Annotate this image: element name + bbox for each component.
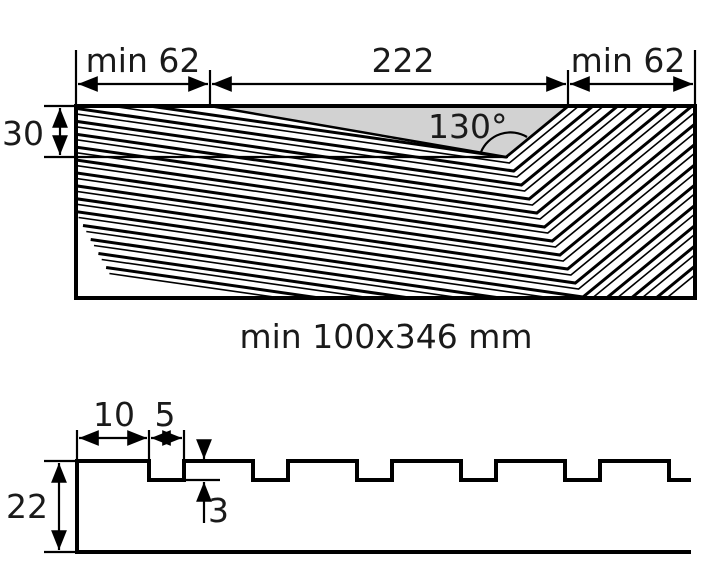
dim-label-right: min 62 xyxy=(571,41,686,80)
board-stripe-edge xyxy=(76,151,695,262)
board-stripe-edge xyxy=(76,106,680,220)
board-stripe xyxy=(90,223,695,298)
panel-outline xyxy=(74,104,697,300)
board-stripe xyxy=(76,182,695,285)
dim-label-depth: 3 xyxy=(208,491,229,530)
board-stripe-edge xyxy=(78,192,695,290)
board-stripe-edge xyxy=(105,106,581,164)
dim-label-gap: 5 xyxy=(155,395,176,434)
board-stripe xyxy=(76,106,596,173)
board-stripe-edge xyxy=(76,131,695,248)
board-stripe xyxy=(76,106,621,187)
board-stripe-edge xyxy=(76,172,695,276)
board-stripe xyxy=(76,106,645,201)
board-stripe-edge xyxy=(93,233,695,298)
dim-label-left: min 62 xyxy=(86,41,201,80)
dim-label-center: 222 xyxy=(372,41,435,80)
board-stripe xyxy=(76,106,695,229)
panel-top-view xyxy=(74,104,697,300)
dim-label-thickness: 30 xyxy=(2,114,44,153)
board-stripe xyxy=(76,106,670,215)
board-stripe xyxy=(98,243,695,298)
board-stripe-edge xyxy=(76,111,695,234)
dim-label-width: 10 xyxy=(93,395,135,434)
angle-arc xyxy=(479,131,528,153)
profile-view: 10 5 3 22 xyxy=(6,395,691,554)
angle-label: 130° xyxy=(428,107,508,146)
board-stripe xyxy=(76,162,695,271)
board-stripe xyxy=(76,121,695,243)
board-stripe-edge xyxy=(76,106,605,178)
dim-label-height: 22 xyxy=(6,487,48,526)
profile-top-edge xyxy=(77,459,691,482)
size-caption: min 100x346 mm xyxy=(239,317,532,356)
board-stripe xyxy=(105,264,695,298)
board-stripe-edge xyxy=(76,106,630,192)
board-stripe-edge xyxy=(101,253,695,298)
top-dimensions: min 62 222 min 62 30 130° xyxy=(2,41,697,159)
board-stripe-edge xyxy=(86,212,695,298)
board-stripe xyxy=(76,142,695,257)
